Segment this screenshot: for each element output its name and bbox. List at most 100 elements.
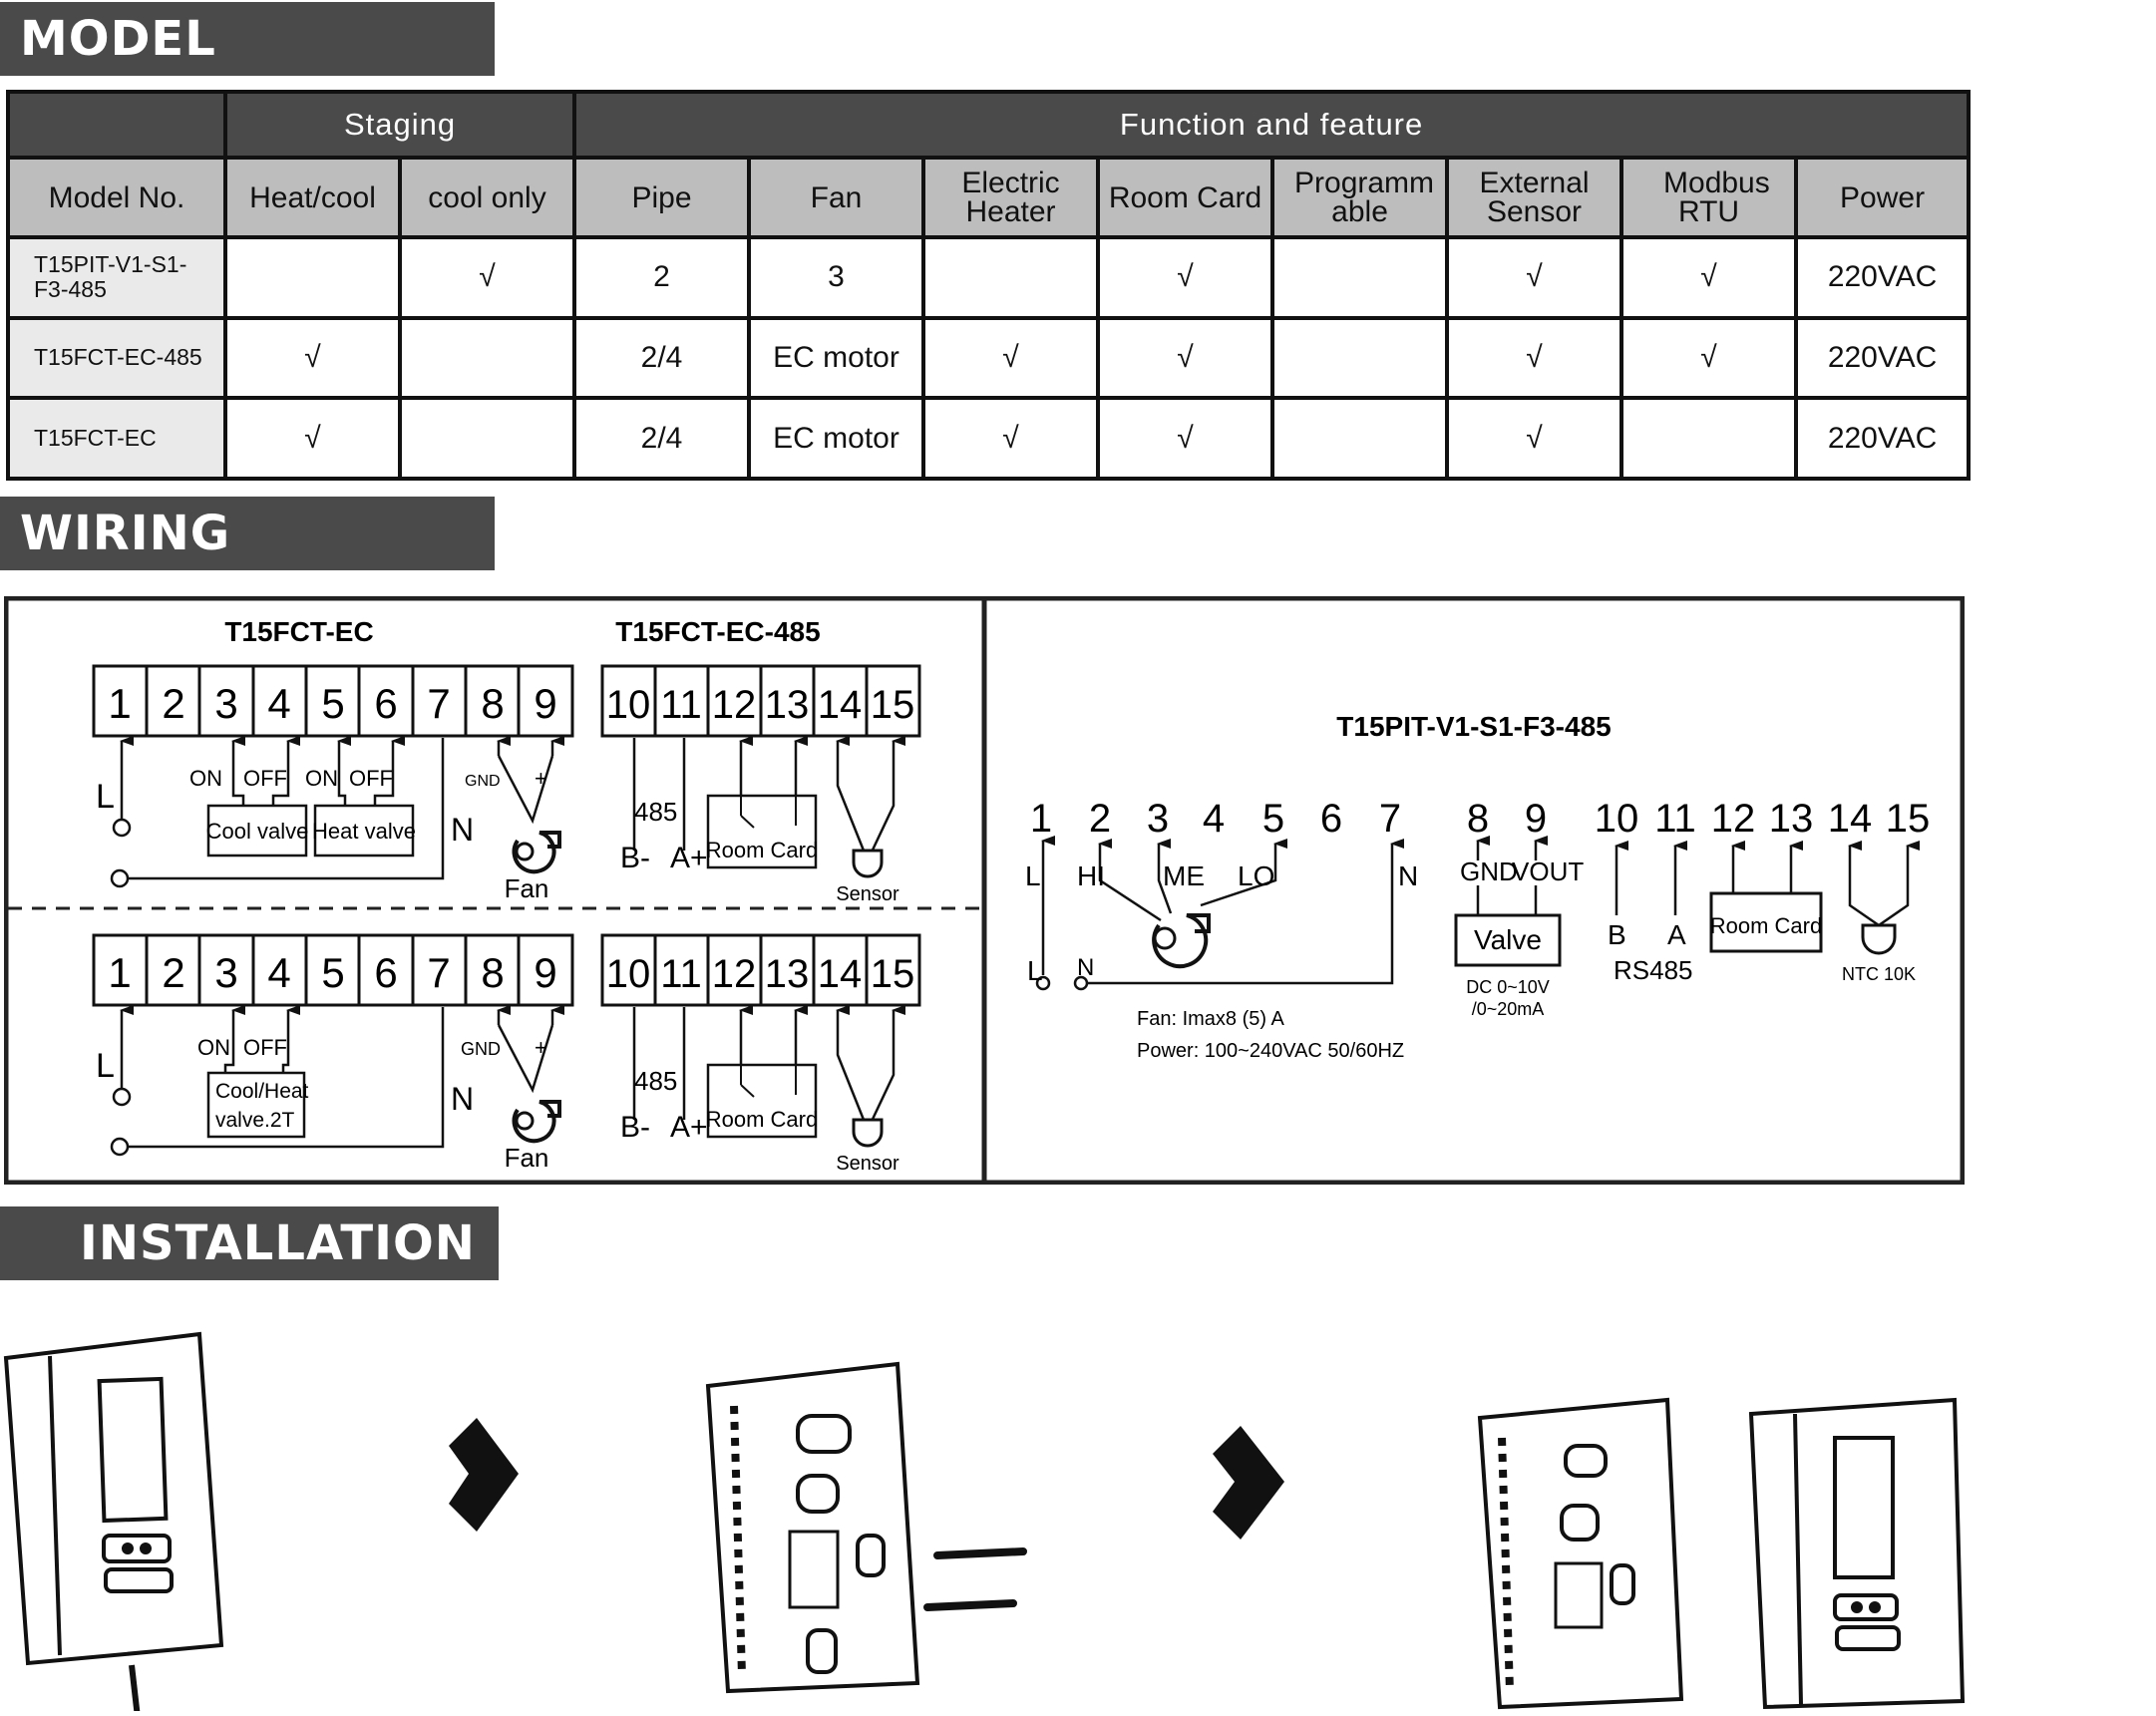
table-cell: √ — [1445, 396, 1624, 481]
col-header: Programm able — [1270, 156, 1450, 239]
terminal-number: 11 — [660, 683, 702, 727]
table-cell: 220VAC — [1794, 315, 1972, 401]
cool-valve-label: Cool valve — [206, 819, 309, 844]
wiring-t15fct-ec-485: 1 2 3 4 5 6 7 8 9 10 11 12 13 14 15 — [92, 933, 921, 1175]
label-b-minus: B- — [620, 1111, 650, 1144]
label-on: ON — [197, 1035, 230, 1060]
terminal-number: 6 — [374, 680, 397, 727]
coolheat-valve-box — [206, 1071, 306, 1139]
valve-box — [1454, 913, 1562, 967]
label-b: B — [1608, 919, 1626, 950]
wiring-t15fct-ec: T15FCT-EC T15FCT-EC-485 1 2 3 4 5 6 7 8 … — [92, 616, 921, 905]
col-header: Pipe — [572, 156, 752, 239]
room-card-label: Room Card — [706, 838, 818, 862]
col-header: Room Card — [1096, 156, 1275, 239]
table-cell: EC motor — [747, 396, 926, 481]
terminal-number: 5 — [321, 949, 344, 996]
table-cell: √ — [223, 315, 402, 401]
table-cell — [1270, 315, 1450, 401]
table-cell — [1270, 235, 1450, 320]
valve-signal: /0~20mA — [1472, 999, 1545, 1019]
terminal-number: 11 — [1654, 797, 1696, 841]
group-header-blank — [6, 90, 227, 160]
table-row: T15PIT-V1-S1-F3-485 √ 2 3 √ √ √ 220VAC — [6, 235, 1972, 320]
label-gnd: GND — [1460, 857, 1518, 886]
terminal-number: 7 — [427, 949, 450, 996]
terminal-number: 3 — [214, 949, 237, 996]
terminal-number: 4 — [1203, 797, 1225, 841]
wiring-t15pit-v1-s1-f3-485: T15PIT-V1-S1-F3-485 1 2 3 4 5 6 7 8 9 10… — [1025, 711, 1930, 1062]
label-l: L — [96, 1047, 115, 1085]
wiring-diagram-header: WIRING DIAGRAM — [0, 497, 495, 635]
label-a: A — [1667, 919, 1686, 950]
terminal-number: 6 — [1320, 797, 1342, 841]
table-cell: 2/4 — [572, 396, 752, 481]
col-header: Electric Heater — [921, 156, 1101, 239]
terminal-number: 13 — [1769, 797, 1814, 841]
installation-header: INSTALLATION — [0, 1206, 499, 1280]
table-cell: 220VAC — [1794, 235, 1972, 320]
label-on: ON — [189, 766, 222, 791]
screws-icon — [923, 1547, 1027, 1611]
diagram-title: T15FCT-EC — [224, 616, 373, 647]
label-hi: HI — [1077, 860, 1105, 891]
coolheat-valve-label: Cool/Heat — [215, 1080, 309, 1103]
table-cell: √ — [1096, 235, 1275, 320]
model-cell: T15FCT-EC — [6, 396, 227, 481]
terminal-number: 7 — [427, 680, 450, 727]
terminal-number: 4 — [267, 949, 290, 996]
terminal-number: 14 — [1828, 797, 1873, 841]
table-row: T15FCT-EC √ 2/4 EC motor √ √ √ 220VAC — [6, 396, 1972, 481]
room-card-label: Room Card — [1710, 913, 1822, 938]
label-off: OFF — [349, 766, 393, 791]
fan-current-spec: Fan: Imax8 (5) A — [1137, 1008, 1284, 1030]
group-header-function: Function and feature — [572, 90, 1972, 160]
label-plus: + — [535, 766, 547, 791]
label-l: L — [1027, 955, 1043, 986]
label-gnd: GND — [461, 1039, 501, 1059]
table-cell — [1619, 396, 1799, 481]
terminal-number: 3 — [1147, 797, 1169, 841]
label-plus: + — [535, 1035, 547, 1060]
terminal-number: 12 — [1711, 797, 1756, 841]
fan-label: Fan — [505, 1143, 549, 1173]
table-cell — [397, 396, 577, 481]
table-cell: 3 — [747, 235, 926, 320]
group-header-staging: Staging — [222, 90, 577, 160]
table-cell — [1270, 396, 1450, 481]
label-n: N — [451, 1081, 474, 1117]
label-b-minus: B- — [620, 842, 650, 874]
coolheat-valve-label: valve.2T — [215, 1109, 295, 1132]
sensor-icon — [852, 1118, 884, 1148]
table-cell: √ — [1096, 396, 1275, 481]
heat-valve-box — [313, 804, 415, 858]
terminal-number: 9 — [534, 680, 556, 727]
model-cell: T15FCT-EC-485 — [6, 315, 227, 401]
table-cell — [397, 315, 577, 401]
col-header: Fan — [747, 156, 926, 239]
label-lo: LO — [1238, 860, 1274, 891]
terminal-number: 10 — [606, 683, 651, 727]
arrow-right-icon — [1213, 1426, 1284, 1540]
table-cell: √ — [1096, 315, 1275, 401]
diagram-title: T15FCT-EC-485 — [615, 616, 820, 647]
table-cell: √ — [921, 396, 1101, 481]
table-row: T15FCT-EC-485 √ 2/4 EC motor √ √ √ √ 220… — [6, 315, 1972, 401]
label-485: 485 — [634, 1066, 677, 1096]
terminal-number: 9 — [534, 949, 556, 996]
terminal-number: 1 — [1030, 797, 1052, 841]
label-vout: VOUT — [1512, 857, 1584, 886]
ntc-sensor-icon — [1861, 923, 1897, 955]
thermostat-back-plate-icon — [705, 1361, 920, 1694]
label-485: 485 — [634, 797, 677, 827]
col-header: External Sensor — [1445, 156, 1624, 239]
terminal-number: 2 — [162, 680, 184, 727]
label-l: L — [1025, 860, 1041, 891]
label-l: L — [96, 778, 115, 816]
table-cell: 2 — [572, 235, 752, 320]
cool-valve-box — [206, 804, 308, 858]
valve-signal: DC 0~10V — [1466, 977, 1550, 997]
label-gnd: GND — [465, 773, 501, 790]
label-n: N — [1398, 860, 1418, 891]
terminal-number: 7 — [1379, 797, 1401, 841]
